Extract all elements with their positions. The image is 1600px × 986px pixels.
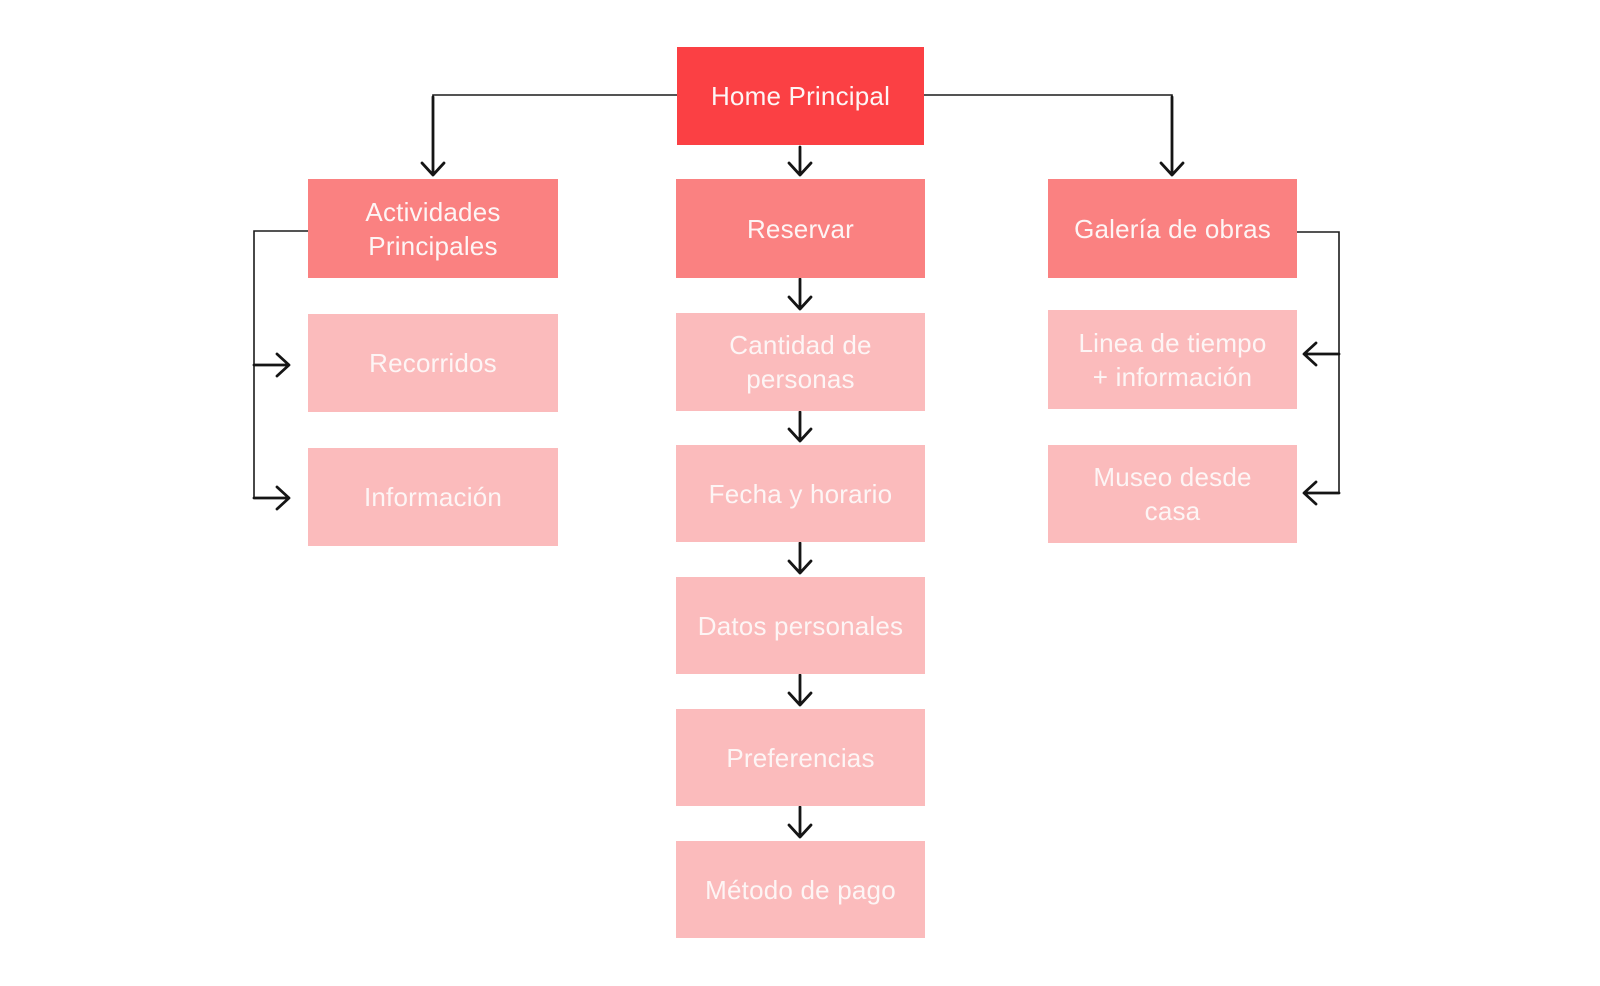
arrow-cantidad-to-fecha — [787, 410, 813, 443]
node-preferencias-label: Preferencias — [726, 742, 875, 773]
node-informacion: Información — [308, 448, 558, 546]
node-home-principal-label: Home Principal — [710, 81, 891, 111]
node-datos-personales-label: Datos personales — [697, 610, 904, 641]
node-actividades-principales: Actividades Principales — [308, 179, 558, 278]
node-linea-de-tiempo-informacion-label: Linea de tiempo + información — [1078, 327, 1267, 392]
arrow-home-to-galeria — [1159, 95, 1185, 177]
arrow-to-recorridos — [252, 352, 291, 378]
node-museo-desde-casa-label: Museo desde casa — [1093, 462, 1252, 526]
arrow-reservar-to-cantidad — [787, 277, 813, 311]
node-linea-de-tiempo-informacion: Linea de tiempo + información — [1048, 310, 1297, 409]
connector-galeria-branch — [1297, 231, 1340, 493]
arrow-to-linea-tiempo — [1302, 341, 1341, 367]
node-recorridos-label: Recorridos — [369, 348, 497, 378]
node-cantidad-de-personas-label: Cantidad de personas — [729, 330, 872, 394]
node-metodo-de-pago: Método de pago — [676, 841, 925, 938]
connector-home-to-actividades — [432, 94, 677, 100]
node-actividades-principales-label: Actividades Principales — [365, 196, 501, 261]
arrow-preferencias-to-metodo — [787, 805, 813, 839]
arrow-home-to-actividades — [420, 95, 446, 177]
arrow-to-informacion — [252, 485, 291, 511]
arrow-home-to-reservar — [787, 145, 813, 177]
node-informacion-label: Información — [363, 482, 503, 512]
node-home-principal: Home Principal — [677, 47, 924, 145]
node-datos-personales: Datos personales — [676, 577, 925, 674]
node-museo-desde-casa: Museo desde casa — [1048, 445, 1297, 543]
node-preferencias: Preferencias — [676, 709, 925, 806]
node-metodo-de-pago-label: Método de pago — [705, 874, 896, 905]
node-recorridos: Recorridos — [308, 314, 558, 412]
node-galeria-de-obras-label: Galería de obras — [1074, 213, 1271, 244]
node-fecha-y-horario-label: Fecha y horario — [708, 478, 893, 509]
connector-actividades-branch — [253, 230, 308, 498]
arrow-to-museo — [1302, 480, 1341, 506]
node-reservar: Reservar — [676, 179, 925, 278]
node-cantidad-de-personas: Cantidad de personas — [676, 313, 925, 411]
node-fecha-y-horario: Fecha y horario — [676, 445, 925, 542]
node-galeria-de-obras: Galería de obras — [1048, 179, 1297, 278]
arrow-datos-to-preferencias — [787, 673, 813, 707]
node-reservar-label: Reservar — [746, 213, 855, 244]
connector-home-to-galeria — [924, 94, 1173, 100]
arrow-fecha-to-datos — [787, 541, 813, 575]
